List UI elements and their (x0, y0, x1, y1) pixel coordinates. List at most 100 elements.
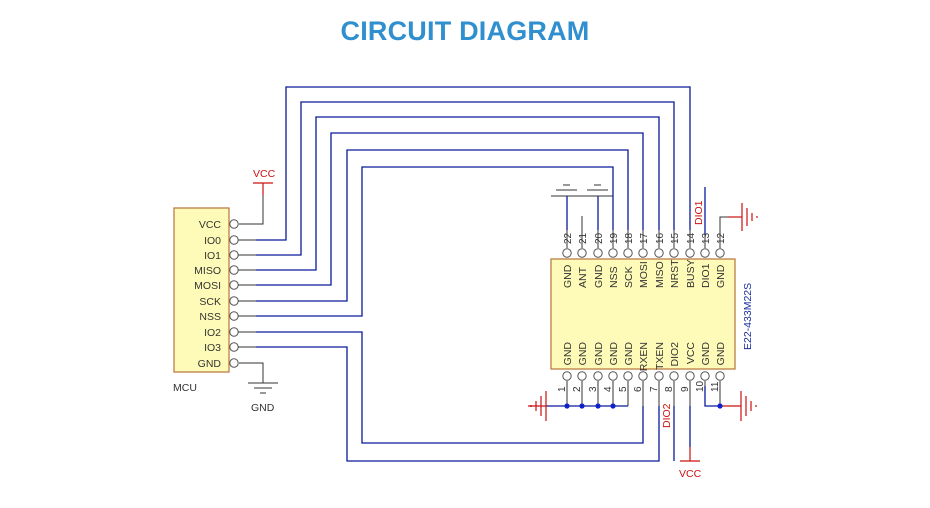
module-pin-number: 10 (695, 380, 706, 392)
mcu-body (173, 207, 230, 373)
module-block: E22-433M22S 22GND21ANT20GND19NSS18SCK17M… (550, 232, 754, 392)
module-pin-number: 7 (649, 386, 660, 392)
module-pin-number: 13 (701, 232, 712, 244)
dio2-net: DIO2 (661, 403, 675, 461)
dio1-label: DIO1 (693, 200, 705, 225)
module-vcc-label: VCC (679, 468, 702, 480)
mcu-gnd-label: GND (251, 402, 275, 414)
module-pin-name: ANT (577, 266, 589, 288)
mcu-pin-label: MISO (194, 265, 221, 277)
module-pin-number: 14 (686, 232, 697, 244)
mcu-pin-terminal (229, 250, 239, 260)
junction-dot (564, 403, 570, 409)
module-pin-terminal (685, 371, 695, 381)
mcu-pin-terminal (229, 265, 239, 275)
mcu-label: MCU (173, 382, 197, 394)
module-pin-number: 1 (557, 386, 568, 392)
mcu-pin-terminal (229, 358, 239, 368)
module-pin-terminal (638, 248, 648, 258)
signal-wire (256, 346, 660, 462)
module-pin-number: 18 (624, 232, 635, 244)
module-part-number: E22-433M22S (742, 283, 754, 350)
junction-dot (717, 403, 723, 409)
mcu-pin-label: VCC (199, 219, 222, 231)
module-pin-terminal (623, 371, 633, 381)
module-pin-terminal (577, 248, 587, 258)
module-pin-number: 16 (655, 232, 666, 244)
module-pin-number: 12 (716, 232, 727, 244)
module-pin-name: BUSY (685, 259, 697, 288)
module-pin-name: NRST (669, 259, 681, 288)
module-pin-name: RXEN (638, 342, 650, 371)
junction-dot (579, 403, 585, 409)
mcu-pin-label: IO3 (204, 342, 221, 354)
mcu-pin-label: NSS (199, 311, 221, 323)
module-pin-number: 5 (618, 386, 629, 392)
signal-wire (256, 166, 614, 317)
mcu-pin-terminal (229, 280, 239, 290)
module-pin-number: 20 (594, 232, 605, 244)
antenna-ground-symbols (551, 184, 613, 197)
junction-dot (595, 403, 601, 409)
module-pin-number: 3 (588, 386, 599, 392)
module-pin-name: MOSI (638, 261, 650, 288)
module-pin-terminal (669, 248, 679, 258)
module-pin-terminal (685, 248, 695, 258)
module-pin-terminal (562, 248, 572, 258)
signal-wire (256, 101, 675, 256)
module-vcc-symbol: VCC (679, 406, 702, 480)
module-pin-name: DIO2 (669, 342, 681, 367)
module-pin-terminal (593, 248, 603, 258)
pin12-ground-symbol (719, 203, 758, 234)
module-pin-name: VCC (685, 342, 697, 365)
module-pin-name: GND (608, 342, 620, 366)
module-pin-name: TXEN (654, 342, 666, 370)
module-pin-number: 9 (680, 386, 691, 392)
module-pin-number: 19 (609, 232, 620, 244)
module-pin-name: GND (623, 342, 635, 366)
mcu-pin-label: MOSI (194, 280, 221, 292)
mcu-pin-label: IO0 (204, 235, 221, 247)
mcu-pin-label: IO2 (204, 327, 221, 339)
diagram-title: CIRCUIT DIAGRAM (340, 16, 590, 46)
junction-dot (610, 403, 616, 409)
module-pin-name: NSS (608, 266, 620, 288)
module-pin-name: DIO1 (700, 263, 712, 288)
module-pin-terminal (715, 371, 725, 381)
module-pin-terminal (593, 371, 603, 381)
module-pin-name: GND (715, 264, 727, 288)
signal-wire (256, 86, 691, 241)
module-pin-name: SCK (623, 266, 635, 288)
module-pin-number: 8 (664, 386, 675, 392)
mcu-pin-terminal (229, 327, 239, 337)
module-pin-terminal (654, 248, 664, 258)
bottom-ground-bus (528, 391, 628, 421)
mcu-pin-label: IO1 (204, 250, 221, 262)
module-pin-name: GND (562, 342, 574, 366)
signal-wire (256, 116, 660, 271)
module-pin-name: GND (562, 264, 574, 288)
mcu-ground-symbol: GND (239, 362, 278, 414)
mcu-pin-label: GND (198, 358, 222, 370)
mcu-vcc-label: VCC (253, 168, 276, 180)
mcu-pin-terminal (229, 296, 239, 306)
mcu-pin-terminal (229, 342, 239, 352)
module-pin-terminal (608, 371, 618, 381)
module-pin-terminal (669, 371, 679, 381)
module-pin-number: 4 (603, 386, 614, 392)
mcu-pin-terminal (229, 235, 239, 245)
module-pin-terminal (623, 248, 633, 258)
module-pin-number: 21 (578, 232, 589, 244)
module-pin-terminal (608, 248, 618, 258)
module-pin-terminal (577, 371, 587, 381)
mcu-pin-terminal (229, 311, 239, 321)
right-ground-bus (704, 386, 757, 421)
module-pin-terminal (700, 371, 710, 381)
module-pin-number: 6 (633, 386, 644, 392)
signal-wire (256, 149, 629, 302)
module-pin-name: GND (715, 342, 727, 366)
module-pin-name: GND (577, 342, 589, 366)
module-pin-number: 11 (710, 381, 721, 392)
